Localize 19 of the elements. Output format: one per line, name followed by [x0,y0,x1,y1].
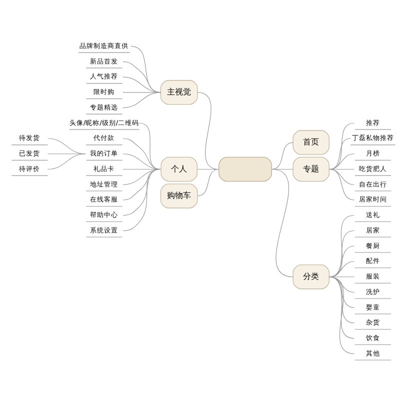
connector [122,168,161,216]
connector [328,138,350,170]
connector [196,168,219,170]
connector [196,92,219,170]
connector [122,92,161,108]
connector [122,168,161,232]
connector [328,276,354,324]
connector [122,138,161,170]
connector [328,122,354,170]
connector [328,276,354,339]
connector [122,61,161,93]
connector [46,154,86,170]
connector [270,168,293,278]
connector [196,168,219,196]
connector [328,276,354,308]
connector [328,276,354,354]
connector [270,142,293,170]
node-box [218,156,272,182]
connector [328,168,354,200]
